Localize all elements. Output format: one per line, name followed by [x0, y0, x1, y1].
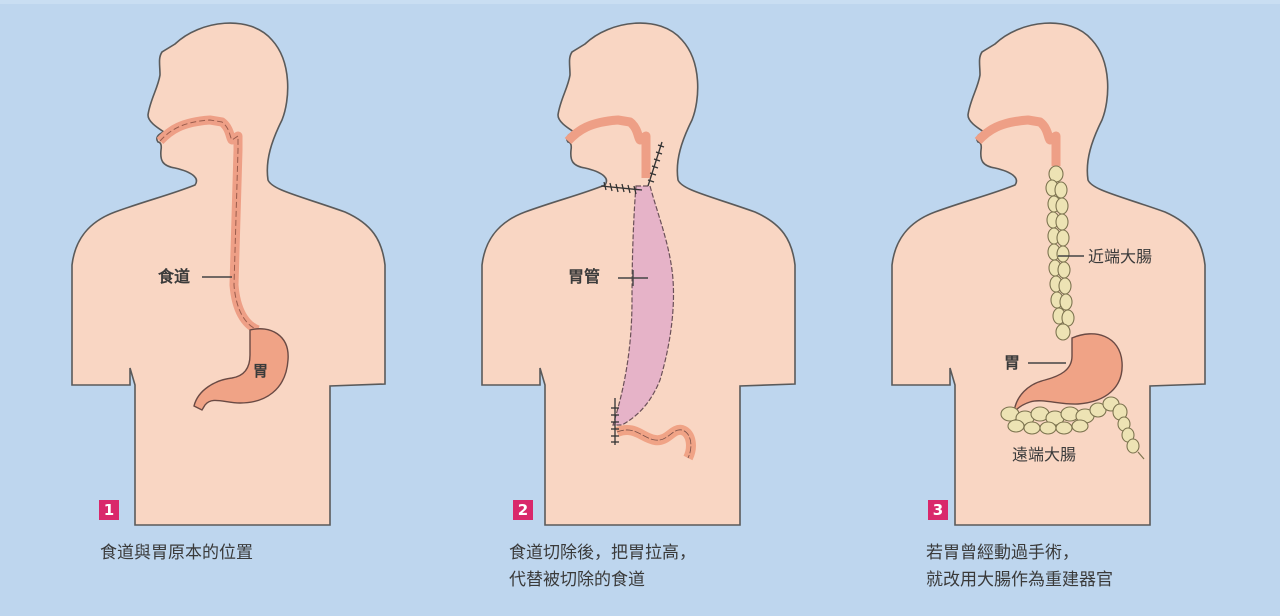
panel-1-original-position: 食道 胃 1 食道與胃原本的位置 [0, 0, 420, 616]
esophagus-remnant-icon [974, 115, 1061, 166]
panel-3-colon-interposition: 近端大腸 胃 遠端大腸 3 若胃曾經動過手術， 就改用大腸作為重建器官 [820, 0, 1240, 616]
neck-sutures-icon [600, 141, 665, 195]
label-distal-colon: 遠端大腸 [1012, 445, 1077, 464]
caption-2-line-2: 代替被切除的食道 [509, 570, 645, 590]
label-gastric-tube: 胃管 [568, 267, 601, 286]
duodenum-edge [616, 429, 692, 459]
step-badge-3: 3 [928, 500, 948, 520]
caption-3: 若胃曾經動過手術， 就改用大腸作為重建器官 [926, 540, 1113, 594]
label-stomach: 胃 [1004, 353, 1021, 372]
step-badge-1: 1 [99, 500, 119, 520]
label-proximal-colon: 近端大腸 [1088, 247, 1153, 266]
gastric-tube-icon [612, 185, 675, 426]
panel-2-gastric-pull-up: 胃管 2 食道切除後，把胃拉高， 代替被切除的食道 [410, 0, 830, 616]
body-silhouette-2 [481, 22, 796, 526]
caption-3-line-2: 就改用大腸作為重建器官 [926, 570, 1113, 590]
caption-2: 食道切除後，把胃拉高， 代替被切除的食道 [509, 540, 696, 594]
body-silhouette-3 [891, 22, 1206, 526]
body-silhouette-1 [71, 22, 386, 526]
caption-1-line-1: 食道與胃原本的位置 [100, 543, 253, 563]
body-outline-icon [891, 22, 1206, 526]
body-outline-icon [71, 22, 386, 526]
proximal-colon-icon [1045, 165, 1075, 341]
caption-2-line-1: 食道切除後，把胃拉高， [509, 543, 696, 563]
esophagus-edge [159, 119, 259, 331]
lower-sutures-icon [611, 398, 619, 445]
label-esophagus: 食道 [158, 267, 191, 286]
caption-1: 食道與胃原本的位置 [100, 540, 253, 567]
stomach-icon [193, 328, 289, 411]
stomach-icon [1013, 333, 1123, 414]
caption-3-line-1: 若胃曾經動過手術， [926, 543, 1079, 563]
top-band [0, 0, 1280, 4]
distal-colon-icon [1000, 396, 1140, 454]
step-badge-2: 2 [513, 500, 533, 520]
esophagus-remnant-icon [564, 115, 651, 178]
label-stomach: 胃 [253, 362, 269, 380]
